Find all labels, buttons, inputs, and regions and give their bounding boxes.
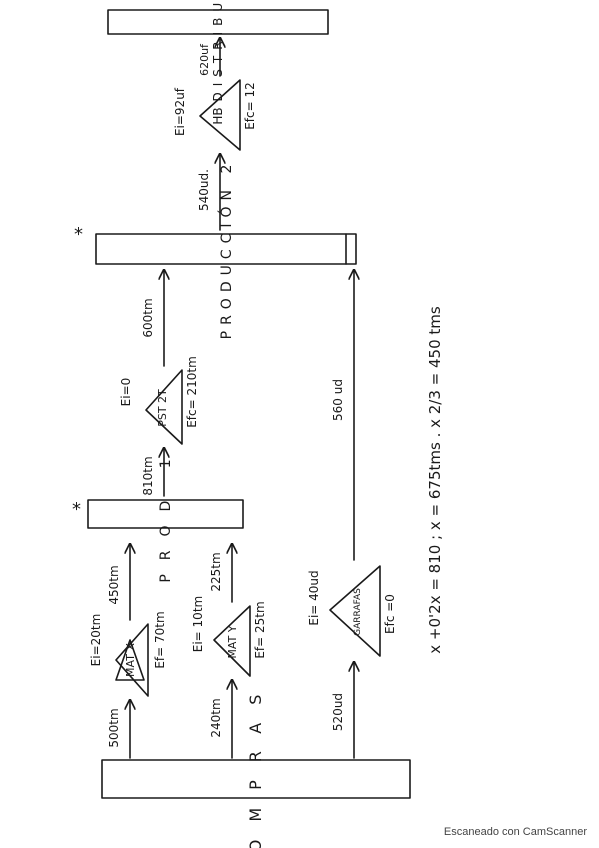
distribucion-box: DISTRIBUCIÓN: [107, 0, 329, 101]
prod1-star: *: [72, 499, 81, 520]
prod1-label: PROD 1: [158, 445, 174, 582]
flow-prod1-pst: 810tm: [141, 448, 164, 497]
flow-out-hb-label: 620uf: [198, 43, 211, 76]
pst-2t-ef: Efc= 210tm: [185, 356, 199, 428]
flow-in-x-label: 500tm: [107, 708, 121, 747]
flow-prod2-hb: 540ud.: [197, 154, 220, 231]
mat-y-name: MAT Y: [226, 625, 239, 658]
hb-node: HB Ei=92uf Efc= 12: [173, 79, 257, 151]
pst-2t-ei: Ei=0: [119, 378, 133, 407]
garrafas-name: GARRAFAS: [353, 588, 363, 636]
flow-in-pst-label: 810tm: [141, 456, 155, 495]
scanner-footer: Escaneado con CamScanner: [443, 826, 587, 838]
garrafas-ei: Ei= 40ud: [307, 570, 321, 625]
flow-in-hb-label: 540ud.: [197, 169, 211, 211]
flow-compras-maty: 240tm: [209, 680, 232, 759]
flow-maty-prod1: 225tm: [209, 544, 232, 603]
mat-x-name: MAT X: [124, 643, 137, 677]
hb-ei: Ei=92uf: [173, 87, 187, 136]
flow-compras-garrafas: 520ud: [331, 662, 354, 759]
hb-ef: Efc= 12: [243, 82, 257, 130]
flow-out-x-label: 450tm: [107, 565, 121, 604]
flow-compras-matx: 500tm: [107, 700, 130, 759]
flow-in-y-label: 240tm: [209, 698, 223, 737]
garrafas-ef: Efc =0: [383, 594, 397, 634]
pst-2t-name: PST 2T: [156, 389, 169, 427]
prod2-star: *: [74, 224, 83, 245]
flow-in-g-label: 520ud: [331, 693, 345, 731]
equation-text: x +0'2x = 810 ; x = 675tms . x 2/3 = 450…: [426, 306, 444, 654]
flow-out-pst-label: 600tm: [141, 298, 155, 337]
mat-x-ei: Ei=20tm: [89, 614, 103, 667]
garrafas-node: GARRAFAS Ei= 40ud Efc =0: [307, 565, 397, 657]
compras-box: COMPRAS: [101, 677, 411, 848]
prod2-box: PRODUCCIÓN 2: [95, 159, 357, 340]
distribucion-label: DISTRIBUCIÓN: [210, 0, 225, 101]
flow-matx-prod1: 450tm: [107, 544, 130, 621]
mat-x-ef: Ef= 70tm: [153, 611, 167, 668]
flow-hb-distribucion: 620uf: [198, 38, 220, 77]
flow-pst-prod2: 600tm: [141, 270, 164, 367]
compras-label: COMPRAS: [246, 677, 265, 848]
flow-garrafas-prod2: 560 ud: [331, 270, 354, 561]
mat-y-node: MAT Y Ei= 10tm Ef= 25tm: [191, 596, 267, 677]
prod1-box: PROD 1: [87, 445, 244, 583]
pst-2t-node: PST 2T Ei=0 Efc= 210tm: [119, 356, 199, 445]
mat-y-ei: Ei= 10tm: [191, 596, 205, 652]
hb-name: HB: [211, 107, 225, 124]
flow-out-g-label: 560 ud: [331, 379, 345, 421]
prod2-label: PRODUCCIÓN 2: [217, 159, 235, 340]
mat-y-ef: Ef= 25tm: [253, 601, 267, 658]
mat-x-node: MAT X Ei=20tm Ef= 70tm: [89, 611, 167, 697]
flow-out-y-label: 225tm: [209, 552, 223, 591]
